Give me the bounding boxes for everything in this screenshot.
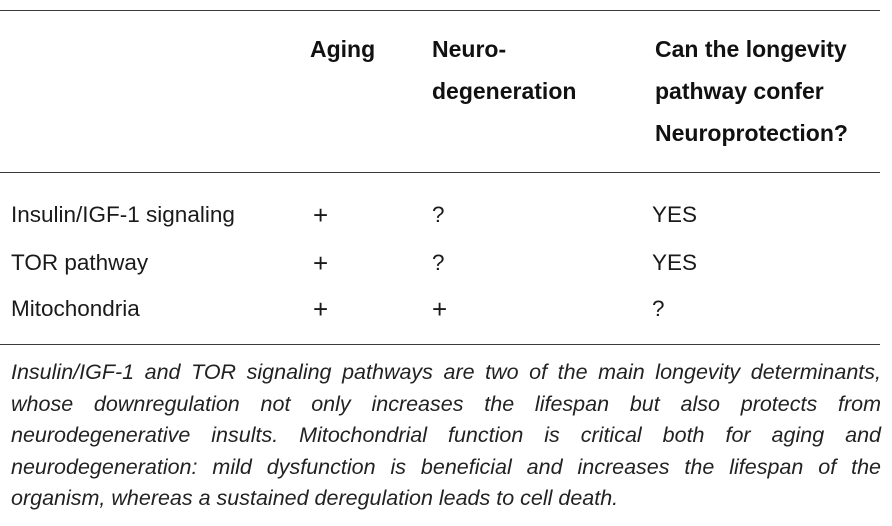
column-header-neurodegeneration: Neuro-degeneration: [432, 36, 577, 104]
table-caption: Insulin/IGF-1 and TOR signaling pathways…: [11, 360, 881, 510]
cell-neuroprotection: YES: [652, 202, 698, 227]
cell-neuroprotection: YES: [652, 250, 698, 275]
table-header-rule: [0, 172, 880, 173]
cell-aging: +: [313, 248, 329, 278]
cell-neuroprotection: ?: [652, 296, 665, 321]
cell-neurodegeneration: ?: [432, 250, 445, 275]
cell-aging: +: [313, 294, 329, 324]
table-bottom-rule: [0, 344, 880, 345]
row-label: Insulin/IGF-1 signaling: [11, 202, 235, 227]
cell-neurodegeneration: +: [432, 294, 448, 324]
cell-neurodegeneration: ?: [432, 202, 445, 227]
column-header-aging: Aging: [310, 36, 376, 62]
table-top-rule: [0, 10, 880, 11]
row-label: TOR pathway: [11, 250, 149, 275]
cell-aging: +: [313, 200, 329, 230]
row-label: Mitochondria: [11, 296, 140, 321]
